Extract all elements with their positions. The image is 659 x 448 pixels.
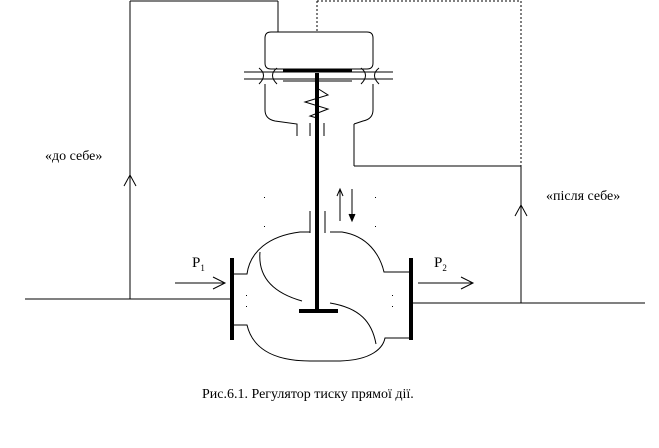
label-p1-subscript: 1	[200, 263, 205, 273]
impulse-line-before	[129, 0, 279, 299]
figure-caption: Рис.6.1. Регулятор тиску прямої дії.	[202, 387, 414, 402]
flow-arrow-outlet	[418, 276, 475, 290]
spring	[303, 87, 330, 119]
label-p2: P2	[434, 255, 447, 273]
label-p1: P1	[192, 255, 205, 273]
diaphragm	[244, 67, 393, 85]
actuator-housing	[264, 31, 374, 136]
label-p1-letter: P	[192, 255, 201, 271]
flow-arrow-inlet	[175, 276, 227, 290]
label-p2-subscript: 2	[442, 263, 447, 273]
label-after-self: «після себе»	[546, 189, 621, 204]
label-p2-letter: P	[434, 255, 443, 271]
valve-body	[234, 231, 409, 362]
arrow-up-after	[514, 203, 528, 217]
valve-seat-left	[259, 251, 303, 302]
stem-movement-arrows	[336, 187, 356, 223]
arrow-up-before	[123, 173, 137, 187]
impulse-line-after	[353, 124, 522, 303]
detail-dots	[246, 197, 393, 307]
valve-seat-right	[329, 302, 377, 345]
label-before-self: «до себе»	[45, 149, 103, 164]
impulse-line-dashed	[316, 0, 522, 166]
